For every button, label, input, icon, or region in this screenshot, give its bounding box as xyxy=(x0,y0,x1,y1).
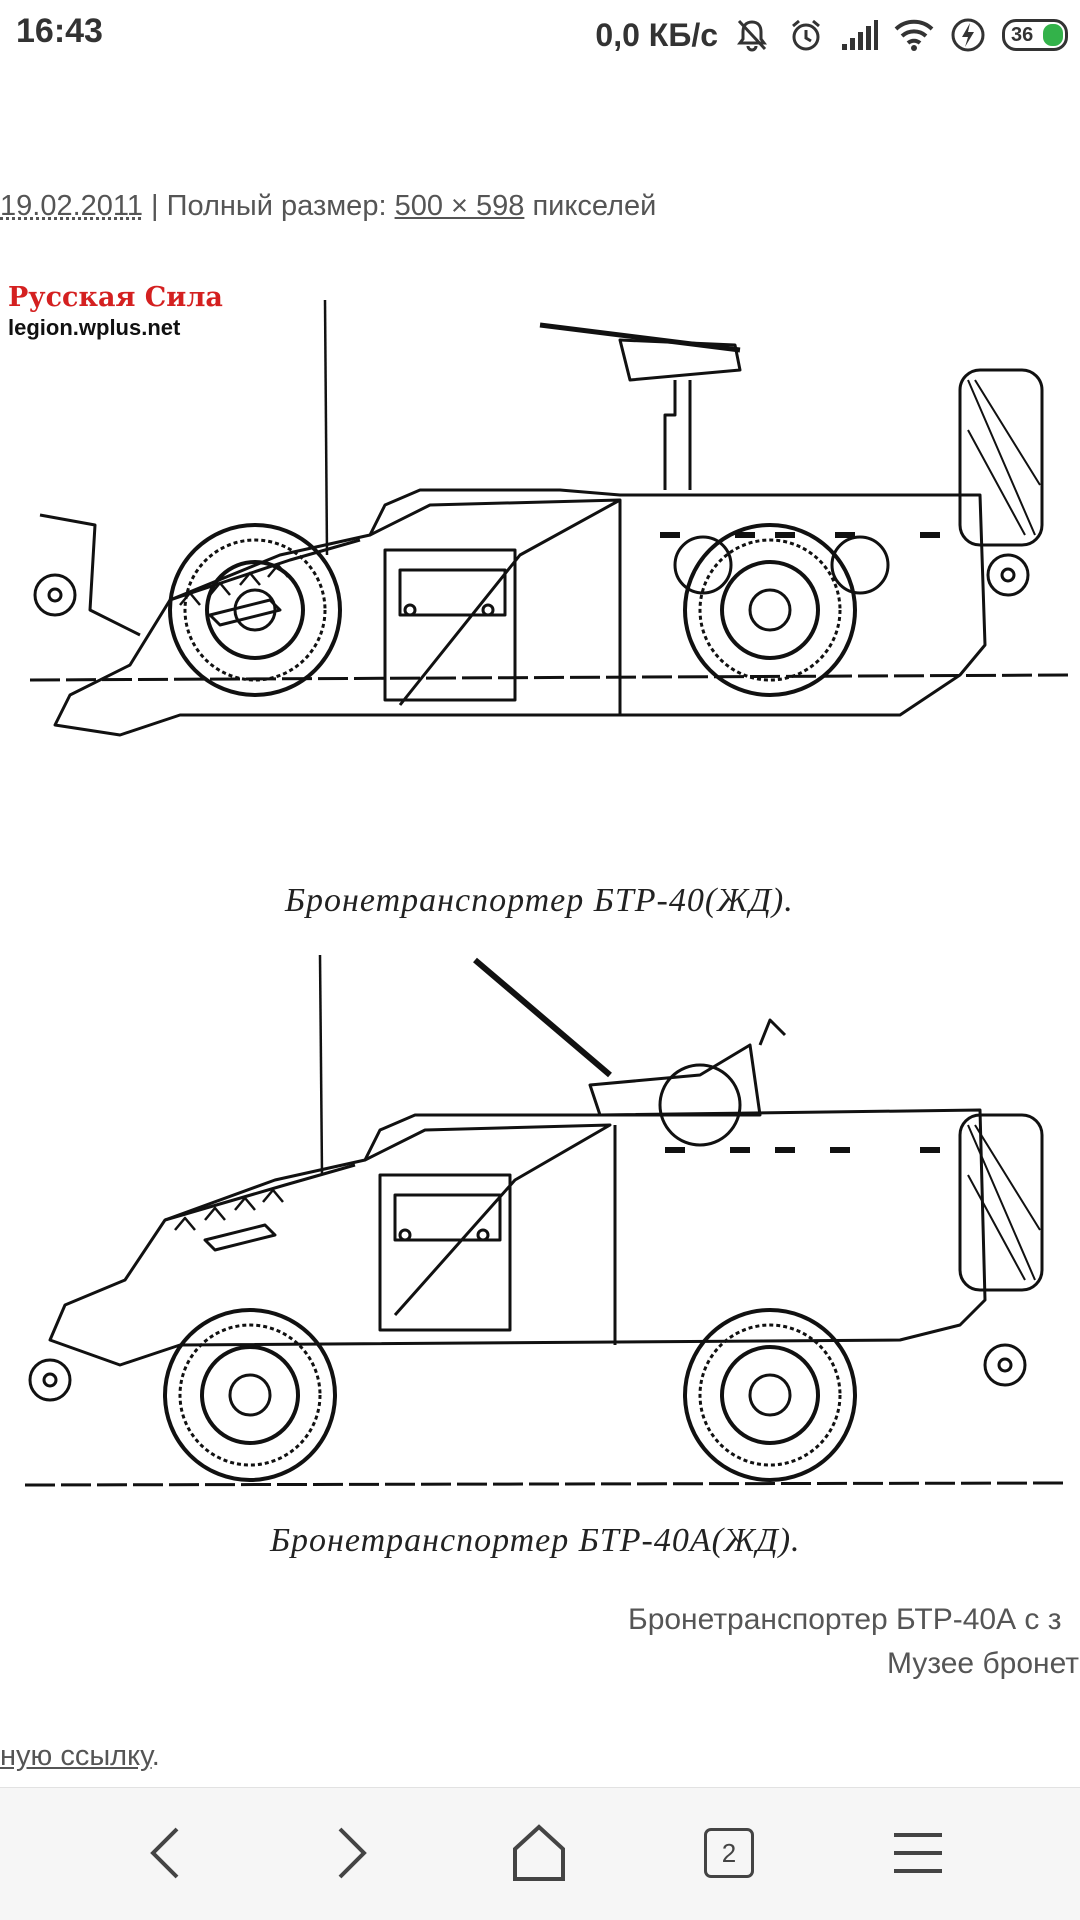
footer-link[interactable]: ную ссылку xyxy=(0,1740,152,1772)
meta-separator: | Полный размер: xyxy=(143,190,395,222)
watermark-title: Русская Сила xyxy=(8,282,223,313)
menu-icon xyxy=(894,1833,942,1873)
footer-link-line: ную ссылку. xyxy=(0,1740,160,1773)
description-line-2: Музее бронет xyxy=(887,1647,1079,1680)
vehicle-btr40a xyxy=(24,954,1066,1487)
battery-indicator: 36 xyxy=(1002,19,1068,51)
network-speed: 0,0 КБ/с xyxy=(595,16,718,53)
forward-button[interactable] xyxy=(307,1808,397,1898)
battery-level: 36 xyxy=(1011,24,1034,46)
upload-date-link[interactable]: 19.02.2011 xyxy=(0,190,143,222)
status-icons: 0,0 КБ/с 36 xyxy=(595,10,1068,60)
tabs-button[interactable]: 2 xyxy=(684,1808,774,1898)
vehicle-btr40 xyxy=(29,299,1071,737)
signal-icon xyxy=(840,15,880,55)
mute-icon xyxy=(732,15,772,55)
watermark: Русская Сила legion.wplus.net xyxy=(8,282,223,341)
battery-fill xyxy=(1043,24,1063,46)
caption-top: Бронетранспортер БТР-40(ЖД). xyxy=(285,882,794,919)
home-button[interactable] xyxy=(494,1808,584,1898)
caption-bottom: Бронетранспортер БТР-40А(ЖД). xyxy=(270,1522,801,1559)
image-meta: 19.02.2011 | Полный размер: 500 × 598 пи… xyxy=(0,190,656,223)
footer-link-suffix: . xyxy=(151,1740,160,1772)
alarm-icon xyxy=(786,15,826,55)
menu-button[interactable] xyxy=(873,1808,963,1898)
forward-icon xyxy=(338,1827,367,1879)
status-bar: 16:43 0,0 КБ/с 36 xyxy=(0,0,1080,70)
wifi-icon xyxy=(894,15,934,55)
back-icon xyxy=(150,1827,179,1879)
tabs-icon: 2 xyxy=(704,1828,754,1878)
meta-unit: пикселей xyxy=(524,190,657,222)
watermark-url: legion.wplus.net xyxy=(8,315,181,340)
charging-icon xyxy=(948,15,988,55)
home-icon xyxy=(513,1824,565,1881)
description-line-1: Бронетранспортер БТР-40А с з xyxy=(628,1603,1062,1636)
vehicle-drawing xyxy=(24,299,1071,1487)
back-button[interactable] xyxy=(120,1808,210,1898)
bottom-nav: 2 xyxy=(0,1787,1080,1920)
status-time: 16:43 xyxy=(16,12,103,50)
full-size-link[interactable]: 500 × 598 xyxy=(394,190,525,222)
